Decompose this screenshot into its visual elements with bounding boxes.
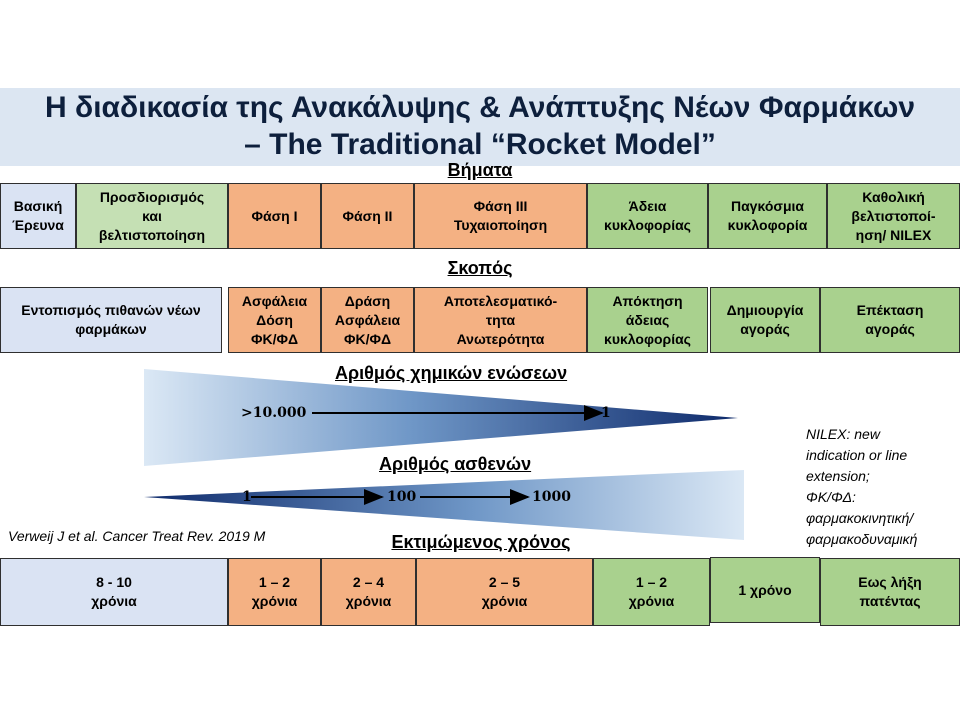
patients-heading: Αριθμός ασθενών	[379, 454, 532, 474]
time-heading: Εκτιμώμενος χρόνος	[391, 532, 571, 552]
purpose-phase-1: Ασφάλεια Δόση ΦΚ/ΦΔ	[228, 287, 321, 353]
step-nilex: Καθολική βελτιστοποί- ηση/ NILEX	[827, 183, 960, 249]
time-phase-2: 2 – 4 χρόνια	[321, 558, 416, 626]
patients-value-100: 100	[387, 489, 417, 505]
time-global-launch: 1 χρόνο	[710, 557, 820, 623]
purpose-phase-2: Δράση Ασφάλεια ΦΚ/ΦΔ	[321, 287, 414, 353]
time-basic-research: 8 - 10 χρόνια	[0, 558, 228, 626]
abbreviations-note: NILEX: new indication or line extension;…	[806, 426, 918, 547]
step-global-launch: Παγκόσμια κυκλοφορία	[708, 183, 827, 249]
step-basic-research: Βασική Έρευνα	[0, 183, 76, 249]
patients-value-1: 1	[242, 489, 252, 505]
step-marketing-authorization: Άδεια κυκλοφορίας	[587, 183, 708, 249]
compounds-funnel	[144, 369, 738, 466]
purpose-identify-candidates: Εντοπισμός πιθανών νέων φαρμάκων	[0, 287, 222, 353]
purpose-heading: Σκοπός	[447, 258, 513, 278]
purpose-phase-3: Αποτελεσματικό- τητα Ανωτερότητα	[414, 287, 587, 353]
purpose-market-creation: Δημιουργία αγοράς	[710, 287, 820, 353]
citation: Verweij J et al. Cancer Treat Rev. 2019 …	[8, 528, 266, 544]
compounds-end-value: 1	[601, 405, 611, 421]
page-title-line1: Η διαδικασία της Ανακάλυψης & Ανάπτυξης …	[45, 91, 915, 124]
step-phase-1: Φάση Ι	[228, 183, 321, 249]
patients-value-1000: 1000	[532, 489, 571, 505]
steps-heading: Βήματα	[447, 160, 513, 180]
purpose-market-expansion: Επέκταση αγοράς	[820, 287, 960, 353]
compounds-start-value: >10.000	[241, 405, 307, 421]
time-phase-1: 1 – 2 χρόνια	[228, 558, 321, 626]
step-identification-optimization: Προσδιορισμός και βελτιστοποίηση	[76, 183, 228, 249]
time-patent-expiry: Εως λήξη πατέντας	[820, 558, 960, 626]
step-phase-3: Φάση ΙΙΙ Τυχαιοποίηση	[414, 183, 587, 249]
time-authorization: 1 – 2 χρόνια	[593, 558, 710, 626]
step-phase-2: Φάση ΙΙ	[321, 183, 414, 249]
title-band	[0, 88, 960, 166]
purpose-authorization: Απόκτηση άδειας κυκλοφορίας	[587, 287, 708, 353]
patients-funnel	[144, 470, 744, 540]
page-title-line2: – The Traditional “Rocket Model”	[244, 128, 716, 161]
compounds-heading: Αριθμός χημικών ενώσεων	[335, 363, 568, 383]
time-phase-3: 2 – 5 χρόνια	[416, 558, 593, 626]
